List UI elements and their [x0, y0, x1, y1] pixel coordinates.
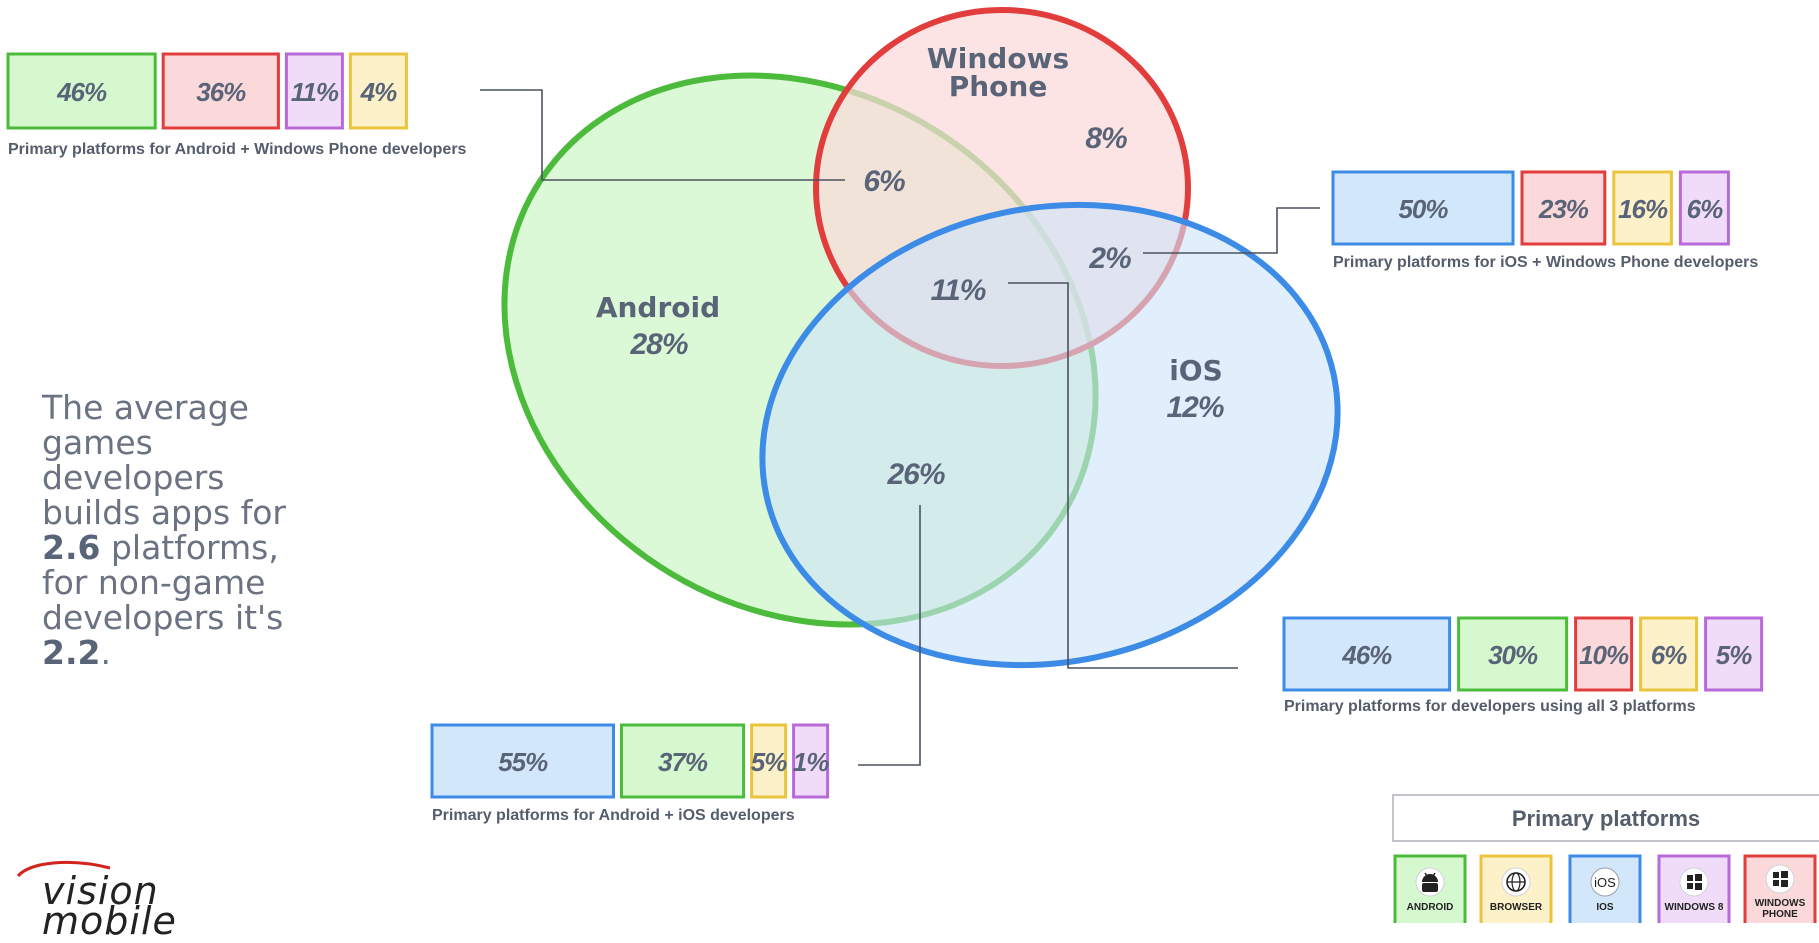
- breakdown-box-windows8: [792, 723, 830, 799]
- breakdown-ios-wp: Primary platforms for iOS + Windows Phon…: [1331, 170, 1758, 271]
- logo-line2: mobile: [42, 899, 177, 943]
- windows-phone-only-value: 8%: [1085, 122, 1127, 155]
- breakdown-box-windows8: [1678, 170, 1730, 246]
- globe-icon: [1501, 867, 1531, 897]
- legend-title: Primary platforms: [1512, 806, 1700, 831]
- breakdown-value-browser: 6%: [1651, 640, 1687, 670]
- breakdown-box-ios: [430, 723, 615, 799]
- breakdown-box-windows_phone: [1574, 616, 1634, 692]
- note-text-3: .: [100, 633, 111, 672]
- legend-item-windows-phone-label-line2: PHONE: [1762, 909, 1798, 920]
- legend-title-box: [1392, 794, 1819, 842]
- android-wp-value: 6%: [863, 165, 905, 198]
- breakdown-value-browser: 4%: [360, 77, 397, 107]
- venn-labels: Windows Phone 8% Android 28% iOS 12% 6% …: [596, 42, 1225, 491]
- breakdown-box-browser: [750, 723, 788, 799]
- legend-item-windows-phone-label-line1: WINDOWS: [1755, 898, 1806, 909]
- breakdown-android-wp-caption: Primary platforms for Android + Windows …: [8, 141, 467, 158]
- note-value-games: 2.6: [42, 528, 101, 567]
- ios-label: iOS: [1169, 354, 1223, 387]
- breakdown-box-windows8: [284, 52, 344, 130]
- ios-wp-value: 2%: [1088, 242, 1131, 275]
- venn-diagram: [501, 7, 1341, 669]
- connector-android-wp: [480, 89, 845, 181]
- ios-set: [759, 201, 1341, 669]
- breakdown-android-wp: Primary platforms for Android + Windows …: [6, 52, 467, 158]
- legend-item-ios: iOS IOS: [1568, 854, 1642, 923]
- ios-icon: iOS: [1590, 867, 1620, 897]
- breakdown-box-windows_phone: [161, 52, 280, 130]
- connector-ios-wp: [1143, 207, 1320, 254]
- breakdown-value-ios: 55%: [498, 747, 548, 777]
- windows-phone-label-line2: Phone: [949, 70, 1048, 103]
- android-label: Android: [596, 291, 720, 324]
- legend-item-browser: BROWSER: [1479, 854, 1553, 923]
- breakdown-box-android: [620, 723, 746, 799]
- breakdown-value-ios: 50%: [1398, 194, 1448, 224]
- all-three-value: 11%: [931, 274, 986, 307]
- legend-item-windows8: WINDOWS 8: [1657, 854, 1731, 923]
- breakdown-value-windows_phone: 36%: [196, 77, 246, 107]
- connector-all-three: [1008, 282, 1238, 669]
- legend: Primary platforms ANDROID BROWSER: [1392, 794, 1819, 923]
- legend-item-android: ANDROID: [1393, 854, 1467, 923]
- breakdown-android-ios-caption: Primary platforms for Android + iOS deve…: [432, 807, 795, 824]
- logo-swoosh: [16, 860, 111, 878]
- breakdown-value-windows8: 5%: [1716, 640, 1752, 670]
- breakdown-value-android: 30%: [1488, 640, 1538, 670]
- average-platforms-note: The average games developers builds apps…: [42, 390, 302, 670]
- ios-icon-text: iOS: [1594, 875, 1616, 890]
- windows-icon: [1679, 867, 1709, 897]
- breakdown-box-windows_phone: [1520, 170, 1607, 246]
- logo-line1: vision: [42, 869, 159, 913]
- breakdown-box-android: [6, 52, 157, 130]
- breakdown-box-browser: [1639, 616, 1699, 692]
- breakdown-value-windows8: 6%: [1687, 194, 1723, 224]
- breakdown-value-windows_phone: 10%: [1579, 640, 1629, 670]
- legend-item-browser-label: BROWSER: [1490, 902, 1543, 913]
- ios-only-value: 12%: [1166, 391, 1223, 424]
- android-ios-value: 26%: [886, 458, 944, 491]
- breakdown-box-ios: [1282, 616, 1452, 692]
- breakdown-value-browser: 16%: [1618, 194, 1668, 224]
- breakdown-value-windows8: 11%: [291, 77, 339, 107]
- breakdown-value-windows8: 1%: [793, 747, 829, 777]
- breakdown-value-browser: 5%: [751, 747, 787, 777]
- breakdown-all-three: Primary platforms for developers using a…: [1282, 616, 1764, 715]
- breakdown-all-three-caption: Primary platforms for developers using a…: [1284, 698, 1696, 715]
- note-text-1: The average games developers builds apps…: [42, 388, 287, 532]
- breakdown-value-android: 37%: [658, 747, 708, 777]
- breakdown-box-ios: [1331, 170, 1515, 246]
- windows-phone-label-line1: Windows: [927, 42, 1069, 75]
- android-icon: [1415, 867, 1445, 897]
- breakdown-ios-wp-caption: Primary platforms for iOS + Windows Phon…: [1333, 254, 1758, 271]
- legend-item-windows-phone: WINDOWS PHONE: [1743, 854, 1817, 923]
- breakdown-value-windows_phone: 23%: [1538, 194, 1589, 224]
- connector-android-ios: [858, 505, 921, 766]
- connector-lines: [480, 89, 1320, 766]
- venn-diagram-canvas: Windows Phone 8% Android 28% iOS 12% 6% …: [6, 7, 1819, 923]
- android-only-value: 28%: [629, 328, 687, 361]
- breakdown-box-browser: [348, 52, 408, 130]
- visionmobile-logo: vision mobile: [8, 858, 198, 940]
- windows-icon: [1765, 864, 1795, 894]
- note-text-2: platforms, for non-game developers it's: [42, 528, 284, 637]
- legend-item-ios-label: IOS: [1596, 902, 1614, 913]
- breakdown-android-ios: Primary platforms for Android + iOS deve…: [430, 723, 830, 824]
- breakdown-box-android: [1457, 616, 1569, 692]
- note-value-non-games: 2.2: [42, 633, 101, 672]
- breakdown-value-android: 46%: [56, 77, 107, 107]
- legend-item-android-label: ANDROID: [1407, 902, 1454, 913]
- breakdown-box-browser: [1612, 170, 1673, 246]
- legend-item-windows8-label: WINDOWS 8: [1665, 902, 1724, 913]
- breakdown-value-ios: 46%: [1341, 640, 1392, 670]
- breakdown-box-windows8: [1704, 616, 1764, 692]
